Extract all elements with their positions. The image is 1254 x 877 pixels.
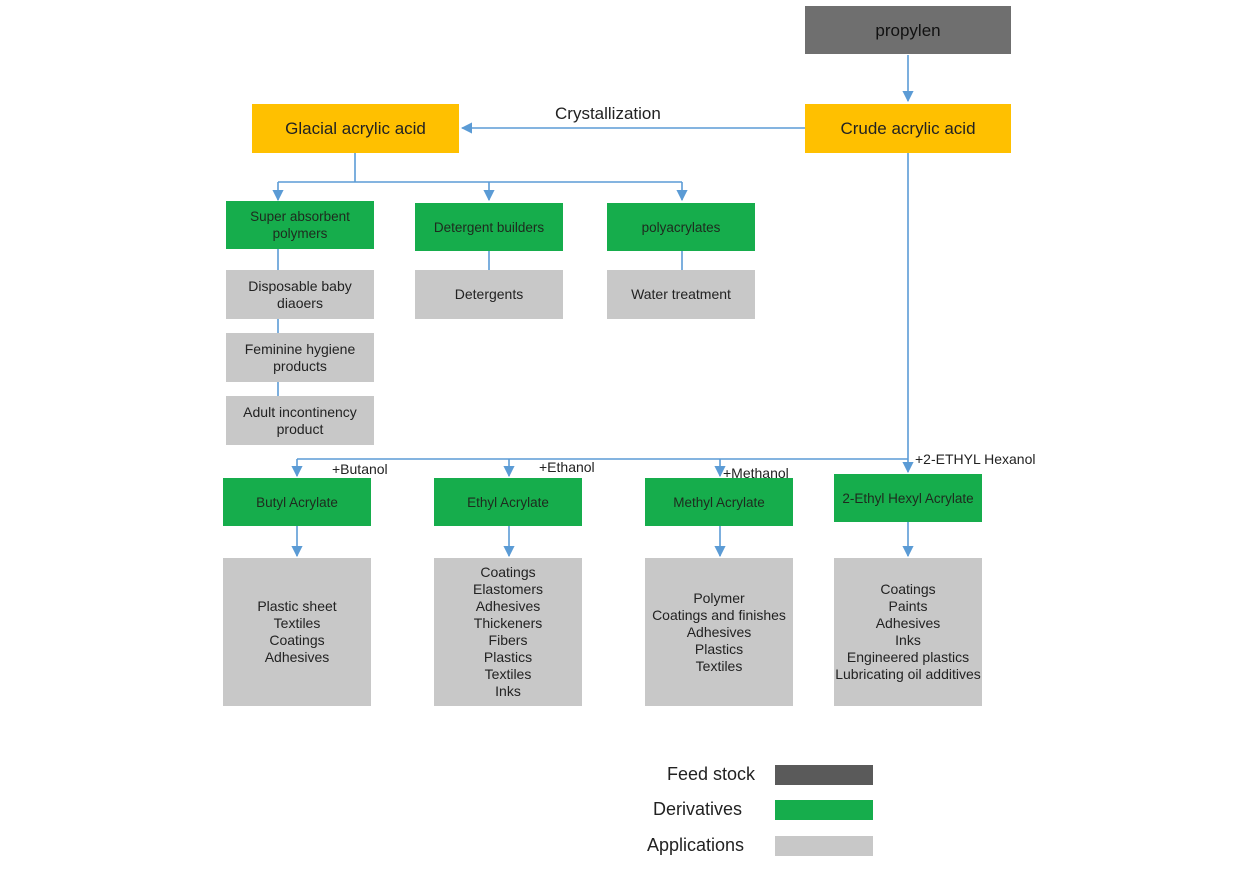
application-adult-incontinency: Adult incontinency product: [226, 396, 374, 445]
application-item: Plastics: [483, 649, 533, 665]
crude-acrylic-acid-node: Crude acrylic acid: [805, 104, 1011, 153]
derivative-polyacrylates: polyacrylates: [607, 203, 755, 251]
application-item: Polymer: [693, 589, 745, 606]
legend-swatch-derivatives: [775, 800, 873, 820]
application-item: Inks: [895, 632, 921, 648]
application-disposable-baby-diapers: Disposable baby diaoers: [226, 270, 374, 319]
application-item: Lubricating oil additives: [835, 666, 981, 682]
reagent-butanol: +Butanol: [332, 461, 388, 477]
application-water-treatment: Water treatment: [607, 270, 755, 319]
application-item: Adhesives: [475, 598, 541, 614]
derivative-methyl-acrylate: Methyl Acrylate: [645, 478, 793, 526]
application-item: Elastomers: [472, 581, 544, 597]
application-item: Coatings: [269, 632, 325, 648]
derivative-ethyl-acrylate: Ethyl Acrylate: [434, 478, 582, 526]
application-feminine-hygiene: Feminine hygiene products: [226, 333, 374, 382]
application-item: Coatings: [480, 564, 536, 580]
derivative-super-absorbent-polymers: Super absorbent polymers: [226, 201, 374, 249]
derivative-2-ethyl-hexyl-acrylate: 2-Ethyl Hexyl Acrylate: [834, 474, 982, 522]
glacial-acrylic-acid-node: Glacial acrylic acid: [252, 104, 459, 153]
application-item: Textiles: [695, 657, 743, 674]
application-item: Plastic sheet: [257, 598, 337, 614]
crystallization-label: Crystallization: [555, 104, 661, 123]
application-item: Textiles: [273, 615, 321, 631]
applications-2-ethyl-hexyl-acrylate: Coatings Paints Adhesives Inks Engineere…: [834, 558, 982, 706]
legend-label-derivatives: Derivatives: [653, 799, 743, 819]
application-item: Engineered plastics: [846, 649, 970, 665]
application-item: Paints: [888, 598, 928, 614]
application-item: Coatings: [880, 581, 936, 597]
applications-methyl-acrylate: Polymer Coatings and finishes Adhesives …: [645, 558, 793, 706]
legend-label-applications: Applications: [647, 835, 745, 855]
application-item: Fibers: [488, 632, 528, 648]
application-item: Adhesives: [686, 623, 752, 640]
derivative-detergent-builders: Detergent builders: [415, 203, 563, 251]
reagent-2-ethyl-hexanol: +2-ETHYL Hexanol: [915, 451, 1036, 467]
application-item: Thickeners: [473, 615, 543, 631]
applications-butyl-acrylate: Plastic sheet Textiles Coatings Adhesive…: [223, 558, 371, 706]
application-item: Coatings and finishes: [652, 606, 786, 623]
legend-swatch-feed-stock: [775, 765, 873, 785]
propylen-node: propylen: [805, 6, 1011, 54]
applications-ethyl-acrylate: Coatings Elastomers Adhesives Thickeners…: [434, 558, 582, 706]
reagent-methanol: +Methanol: [723, 465, 789, 481]
application-detergents: Detergents: [415, 270, 563, 319]
application-item: Plastics: [694, 640, 744, 657]
legend-label-feed-stock: Feed stock: [667, 764, 756, 784]
derivative-butyl-acrylate: Butyl Acrylate: [223, 478, 371, 526]
application-item: Adhesives: [264, 649, 330, 665]
application-item: Adhesives: [875, 615, 941, 631]
legend-swatch-applications: [775, 836, 873, 856]
application-item: Inks: [495, 683, 521, 699]
reagent-ethanol: +Ethanol: [539, 459, 595, 475]
application-item: Textiles: [484, 666, 532, 682]
